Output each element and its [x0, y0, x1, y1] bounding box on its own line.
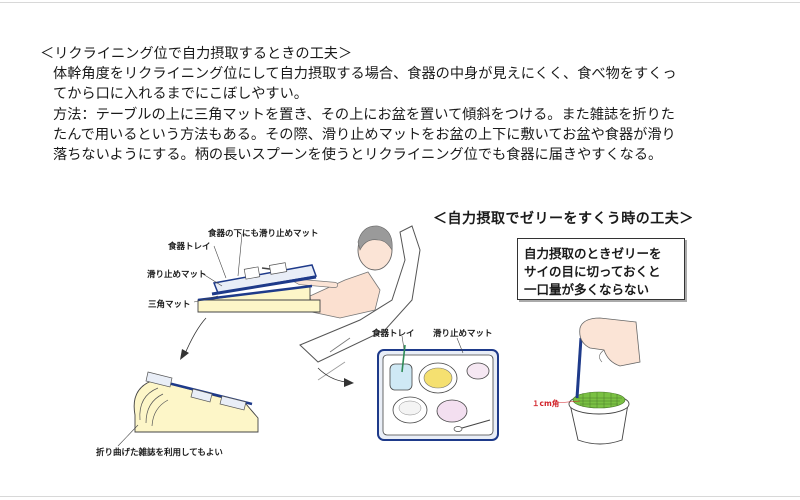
paragraph-line: てから口に入れるまでにこぼしやすい。 — [53, 86, 308, 103]
label-tray-right: 食器トレイ — [372, 329, 415, 339]
label-folded-magazine: 折り曲げた雑誌を利用してもよい — [96, 448, 223, 458]
label-triangle-mat: 三角マット — [148, 300, 191, 310]
paragraph-line: 体幹角度をリクライニング位にして自力摂取する場合、食器の中身が見えにくく、食べ物… — [53, 66, 677, 83]
label-non-slip-mat: 滑り止めマット — [147, 270, 207, 280]
folded-magazine-illustration — [117, 371, 259, 447]
jelly-note-box: 自力摂取のときゼリーを サイの目に切っておくと 一口量が多くならない — [517, 238, 685, 300]
paragraph-line: たんで用いるという方法もある。その際、滑り止めマットをお盆の上下に敷いてお盆や食… — [53, 126, 676, 143]
paragraph-line: 方法：テーブルの上に三角マットを置き、その上にお盆を置いて傾斜をつける。また雑誌… — [53, 106, 675, 123]
reclining-patient-illustration — [180, 225, 421, 381]
tray-top-view-illustration — [377, 335, 499, 441]
label-tray: 食器トレイ — [168, 242, 211, 252]
label-cube-size: １cm角 — [532, 399, 560, 408]
instruction-text: ＜リクライニング位で自力摂取するときの工夫＞ 体幹角度をリクライニング位にして自… — [40, 44, 770, 165]
bottom-divider — [0, 496, 800, 497]
jelly-cup-illustration — [555, 317, 641, 445]
arrow-to-tray — [317, 367, 354, 387]
section-heading: ＜リクライニング位で自力摂取するときの工夫＞ — [40, 46, 353, 62]
jelly-tip-heading: ＜自力摂取でゼリーをすくう時の工夫＞ — [433, 211, 694, 227]
note-line: 自力摂取のときゼリーを — [524, 246, 662, 261]
note-line: サイの目に切っておくと — [524, 264, 661, 279]
label-mat-under-dishes: 食器の下にも滑り止めマット — [208, 229, 319, 239]
top-divider — [0, 2, 800, 3]
paragraph-line: 落ちないようにする。柄の長いスプーンを使うとリクライニング位でも食器に届きやすく… — [53, 147, 663, 164]
note-line: 一口量が多くならない — [524, 282, 650, 297]
label-non-slip-mat-right: 滑り止めマット — [433, 329, 493, 339]
